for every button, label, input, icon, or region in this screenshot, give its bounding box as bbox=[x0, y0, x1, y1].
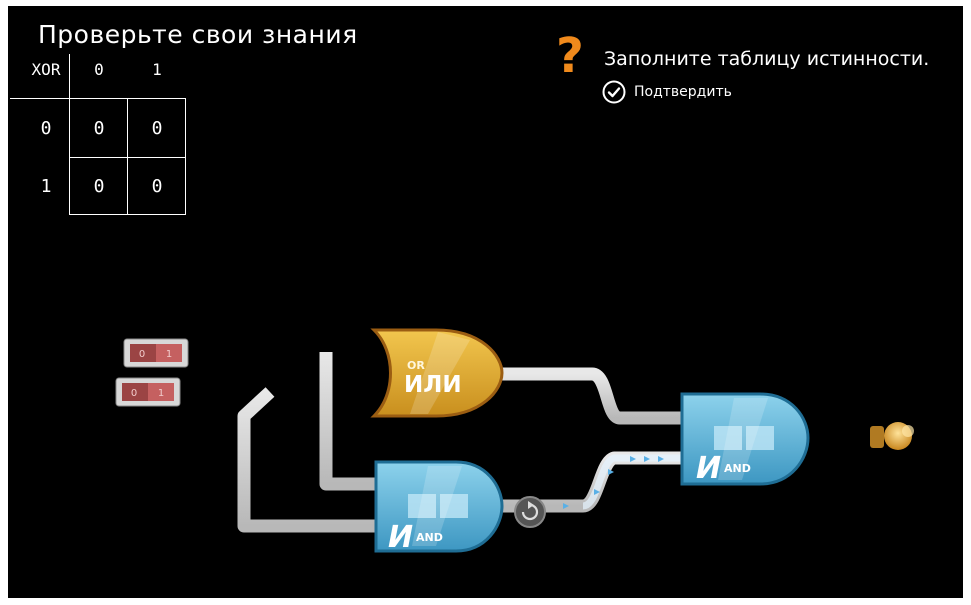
switch-2-on-label: 1 bbox=[158, 388, 164, 399]
row-header-0: 0 bbox=[40, 117, 52, 139]
table-cell-1-0[interactable]: 0 bbox=[93, 175, 105, 197]
table-cell-0-1[interactable]: 0 bbox=[151, 117, 163, 139]
confirm-label: Подтвердить bbox=[634, 84, 732, 100]
check-circle-icon bbox=[602, 80, 626, 104]
col-header-0: 0 bbox=[94, 59, 104, 79]
table-divider bbox=[70, 157, 186, 158]
refresh-icon[interactable] bbox=[514, 496, 546, 528]
and-gate-2-tag: AND bbox=[724, 462, 751, 475]
active-wire-highlight bbox=[581, 454, 688, 510]
and-gate-1-tag: AND bbox=[416, 531, 443, 544]
input-switch-1[interactable]: 0 1 bbox=[123, 338, 189, 368]
game-stage: Проверьте свои знания XOR 0 1 0 1 0 0 0 … bbox=[8, 6, 963, 598]
and-gate-1-label: И bbox=[388, 520, 413, 555]
page-title: Проверьте свои знания bbox=[38, 20, 358, 49]
table-divider bbox=[127, 99, 128, 215]
or-gate-tag: OR bbox=[407, 359, 425, 372]
table-divider bbox=[185, 98, 186, 215]
and-gate-2-label: И bbox=[696, 451, 721, 486]
or-gate-label: ИЛИ bbox=[404, 372, 462, 398]
table-divider bbox=[10, 98, 186, 99]
wire-in2-and bbox=[237, 387, 393, 533]
task-instruction: Заполните таблицу истинности. bbox=[604, 48, 930, 70]
and-gate-2[interactable]: И AND bbox=[680, 392, 810, 486]
or-gate[interactable]: OR ИЛИ bbox=[370, 328, 504, 418]
and-gate-1[interactable]: И AND bbox=[374, 460, 504, 555]
switch-2-off-label: 0 bbox=[131, 388, 137, 399]
col-header-1: 1 bbox=[152, 59, 162, 79]
logic-circuit: 0 1 0 1 OR ИЛИ И AND bbox=[115, 328, 914, 555]
table-divider bbox=[69, 54, 70, 215]
table-cell-0-0[interactable]: 0 bbox=[93, 117, 105, 139]
switch-1-off-label: 0 bbox=[139, 349, 145, 360]
question-mark-icon: ? bbox=[556, 28, 584, 84]
table-operator: XOR bbox=[31, 59, 61, 79]
switch-1-on-label: 1 bbox=[166, 349, 172, 360]
input-switch-2[interactable]: 0 1 bbox=[115, 377, 181, 407]
signal-arrows bbox=[563, 456, 664, 509]
row-header-1: 1 bbox=[40, 175, 52, 197]
wire-or-out bbox=[496, 367, 698, 425]
confirm-button[interactable]: Подтвердить bbox=[602, 80, 732, 104]
wire-in1-and bbox=[319, 352, 393, 491]
bulb-icon bbox=[870, 422, 914, 450]
table-divider bbox=[70, 214, 186, 215]
table-cell-1-1[interactable]: 0 bbox=[151, 175, 163, 197]
